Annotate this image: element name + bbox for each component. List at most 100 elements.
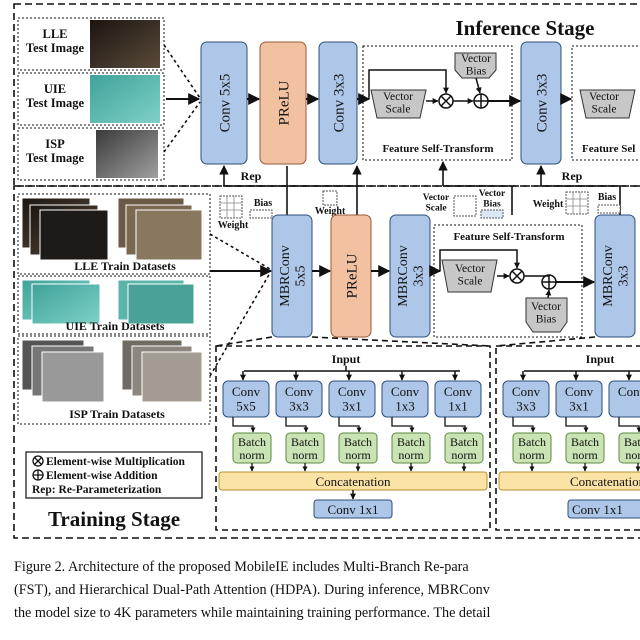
training-stage-title: Training Stage bbox=[48, 507, 180, 531]
caption-line-2: (FST), and Hierarchical Dual-Path Attent… bbox=[14, 582, 490, 598]
training-mbconv5-label: MBRConv5x5 bbox=[278, 245, 308, 306]
bl-conv-2 bbox=[328, 380, 376, 418]
br-conv-1 bbox=[555, 380, 603, 418]
rep-label-2: Rep bbox=[562, 169, 583, 183]
bl-conv-0 bbox=[222, 380, 270, 418]
caption-line-3: the model size to 4K parameters while ma… bbox=[14, 605, 491, 621]
bias-label-3: Bias bbox=[598, 192, 616, 203]
br-conv-label-2: Conv bbox=[618, 384, 640, 399]
train-datasets: LLE Train Datasets UIE Train Datasets IS… bbox=[17, 193, 211, 425]
branch-right-concat bbox=[498, 471, 640, 491]
training-prelu-block bbox=[330, 214, 372, 338]
lle-train-label: LLE Train Datasets bbox=[74, 259, 176, 273]
training-fst-label: Feature Self-Transform bbox=[453, 231, 564, 243]
inference-conv3b-label: Conv 3x3 bbox=[534, 74, 550, 133]
uie-train-stack bbox=[21, 279, 195, 325]
uie-train-label: UIE Train Datasets bbox=[66, 319, 165, 333]
inference-fst-label: Feature Self-Transform bbox=[382, 143, 493, 155]
lle-test-image bbox=[90, 20, 160, 68]
rep-connectors bbox=[219, 161, 621, 215]
bl-conv-1 bbox=[275, 380, 323, 418]
lle-train-stack bbox=[21, 197, 203, 261]
inference-prelu-block bbox=[259, 41, 307, 165]
branch-left-conv1x1 bbox=[313, 499, 393, 519]
isp-train-stack bbox=[21, 339, 203, 403]
inference-conv5-block bbox=[200, 41, 248, 165]
rep-label-1: Rep bbox=[241, 169, 262, 183]
branch-right-conv1x1 bbox=[567, 499, 640, 519]
inference-vector-bias bbox=[454, 52, 497, 79]
inference-fst-cut-label: Feature Sel bbox=[582, 143, 635, 155]
bl-conv-3 bbox=[381, 380, 429, 418]
training-row: MBRConv5x5 PReLU MBRConv3x3 Feature Self… bbox=[271, 214, 636, 338]
legend-multiply-label: Element-wise Multiplication bbox=[46, 456, 186, 468]
inference-vector-scale bbox=[370, 89, 427, 119]
training-prelu-label: PReLU bbox=[344, 253, 360, 298]
isp-train-label: ISP Train Datasets bbox=[69, 407, 165, 421]
branch-left-conv1x1-label: Conv 1x1 bbox=[328, 502, 379, 517]
inference-stage-frame bbox=[13, 3, 640, 187]
bias-label-1: Bias bbox=[254, 198, 272, 209]
br-conv-2 bbox=[608, 380, 640, 418]
legend-rep-label: Rep: Re-Parameterization bbox=[32, 484, 162, 496]
training-vector-bias bbox=[525, 297, 568, 333]
weight-label-1: Weight bbox=[218, 220, 249, 231]
uie-test-image bbox=[90, 75, 160, 123]
legend: Element-wise Multiplication Element-wise… bbox=[25, 451, 203, 499]
inference-conv3-block bbox=[318, 41, 358, 165]
training-mbconv5-block bbox=[271, 214, 313, 338]
inference-stage-title: Inference Stage bbox=[456, 16, 595, 40]
bl-conv-4 bbox=[434, 380, 482, 418]
training-mbconv3b-label: MBRConv3x3 bbox=[601, 245, 631, 306]
branch-left-concat-label: Concatenation bbox=[315, 474, 391, 489]
isp-test-image bbox=[96, 130, 158, 178]
training-mbconv3b-block bbox=[594, 214, 636, 338]
caption-line-1: Figure 2. Architecture of the proposed M… bbox=[14, 559, 469, 575]
br-conv-0 bbox=[502, 380, 550, 418]
training-mbconv3-label: MBRConv3x3 bbox=[396, 245, 426, 306]
weight-label-2: Weight bbox=[315, 206, 346, 217]
branch-left-input: Input bbox=[332, 352, 361, 366]
training-vector-scale bbox=[441, 259, 498, 293]
weight-label-3: Weight bbox=[533, 199, 564, 210]
branch-right-input: Input bbox=[586, 352, 615, 366]
inference-conv5-label: Conv 5x5 bbox=[217, 74, 233, 133]
branch-right-concat-label: Concatenation bbox=[570, 474, 640, 489]
figure-caption: Figure 2. Architecture of the proposed M… bbox=[14, 556, 640, 625]
inference-prelu-label: PReLU bbox=[276, 80, 292, 125]
legend-add-label: Element-wise Addition bbox=[46, 470, 158, 482]
branch-right-conv1x1-label: Conv 1x1 bbox=[572, 502, 623, 517]
inference-conv3-label: Conv 3x3 bbox=[331, 74, 347, 133]
